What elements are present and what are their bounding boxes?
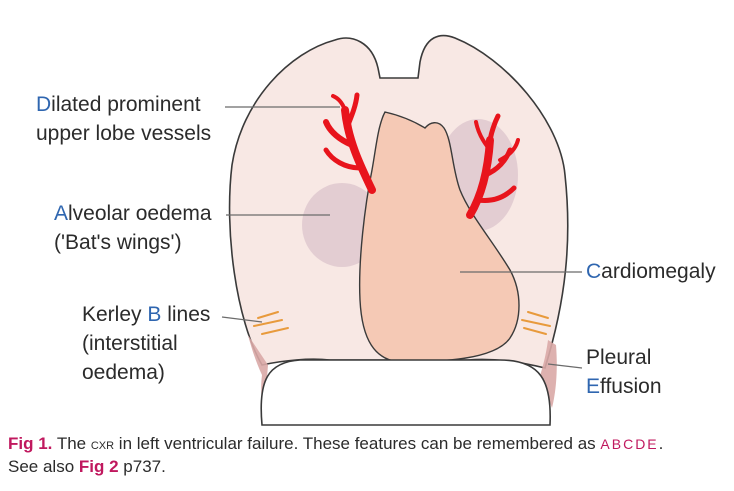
mnemonic-letter-b: B (147, 303, 162, 326)
label-dilated-vessels: Dilated prominent upper lobe vessels (36, 90, 211, 148)
figure-caption: Fig 1. The CXR in left ventricular failu… (8, 433, 728, 478)
label-kerley-pre: Kerley (82, 303, 148, 326)
label-alveolar-line1: lveolar oedema (68, 202, 212, 225)
kerley-b-lines-left (253, 311, 289, 335)
label-pleural-rest: ffusion (600, 375, 662, 398)
caption-cxr: CXR (90, 436, 115, 453)
caption-text-a: The (52, 434, 91, 453)
diaphragm (260, 359, 551, 426)
caption-text-c: . (658, 434, 664, 453)
pleural-effusion-right (540, 340, 557, 408)
label-cardio-rest: ardiomegaly (601, 260, 716, 283)
label-pleural-line1: Pleural (586, 346, 652, 369)
mnemonic-letter-d: D (36, 93, 52, 116)
label-cardiomegaly: Cardiomegaly (586, 257, 716, 286)
label-pleural-effusion: Pleural Effusion (586, 343, 662, 401)
label-dilated-line1: ilated prominent (51, 93, 201, 116)
label-alveolar-line2: ('Bat's wings') (54, 231, 182, 254)
caption-fig2-link[interactable]: Fig 2 (78, 457, 119, 476)
mnemonic-letter-a: A (54, 202, 69, 225)
mnemonic-letter-e: E (586, 375, 601, 398)
label-dilated-line2: upper lobe vessels (36, 122, 212, 145)
caption-text-b: in left ventricular failure. These featu… (114, 434, 601, 453)
cardiac-silhouette (358, 111, 520, 363)
caption-line2-a: See also (8, 457, 79, 476)
label-kerley-line2: (interstitial (82, 332, 178, 355)
upper-lobe-vessels-right (466, 113, 520, 219)
label-kerley-line3: oedema) (82, 361, 165, 384)
leader-line-pleural (547, 363, 583, 369)
label-alveolar-oedema: Alveolar oedema ('Bat's wings') (54, 199, 212, 257)
kerley-b-lines-right (521, 311, 551, 335)
caption-mnemonic: ABCDE (600, 436, 659, 452)
caption-line2-b: p737. (118, 457, 166, 476)
label-kerley-b-lines: Kerley B lines (interstitial oedema) (82, 300, 210, 387)
label-kerley-rest: lines (161, 303, 211, 326)
mnemonic-letter-c: C (586, 260, 602, 283)
leader-line-kerley (221, 316, 263, 323)
caption-fig1-label: Fig 1. (8, 434, 53, 453)
upper-lobe-vessels-left (323, 92, 376, 194)
